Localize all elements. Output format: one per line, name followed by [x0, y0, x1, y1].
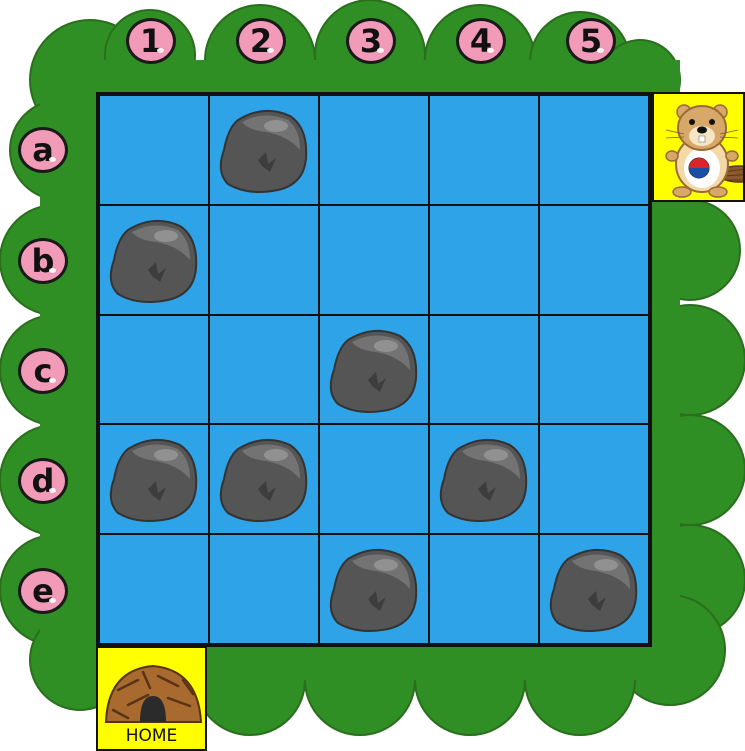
grid-cell-a2[interactable] — [209, 95, 319, 205]
grid-cell-b5[interactable] — [539, 205, 649, 315]
grid-cell-d5[interactable] — [539, 424, 649, 534]
grid-cell-a4[interactable] — [429, 95, 539, 205]
rock-icon — [438, 435, 530, 523]
row-label-d: d — [18, 458, 68, 504]
river-grid — [96, 92, 652, 647]
grid-cell-b3[interactable] — [319, 205, 429, 315]
grid-cell-c3[interactable] — [319, 315, 429, 425]
rock-icon — [108, 216, 200, 304]
grid-cell-d3[interactable] — [319, 424, 429, 534]
grid-cell-e5[interactable] — [539, 534, 649, 644]
home-tile[interactable]: HOME — [96, 646, 207, 751]
grid-cell-d2[interactable] — [209, 424, 319, 534]
grid-cell-a1[interactable] — [99, 95, 209, 205]
column-label-1: 1 — [126, 18, 176, 64]
grid-cell-c4[interactable] — [429, 315, 539, 425]
rock-icon — [218, 106, 310, 194]
row-label-a: a — [18, 127, 68, 173]
column-label-2: 2 — [236, 18, 286, 64]
column-label-3: 3 — [346, 18, 396, 64]
grid-cell-a5[interactable] — [539, 95, 649, 205]
beaver-icon — [654, 94, 745, 202]
grid-cell-a3[interactable] — [319, 95, 429, 205]
grid-cell-e2[interactable] — [209, 534, 319, 644]
grid-cell-e4[interactable] — [429, 534, 539, 644]
burrow-icon — [98, 650, 207, 730]
row-label-b: b — [18, 238, 68, 284]
grid-cell-d4[interactable] — [429, 424, 539, 534]
row-label-e: e — [18, 568, 68, 614]
rock-icon — [218, 435, 310, 523]
grid-cell-b2[interactable] — [209, 205, 319, 315]
grid-cell-d1[interactable] — [99, 424, 209, 534]
home-label: HOME — [98, 726, 205, 746]
rock-icon — [328, 545, 420, 633]
rock-icon — [328, 326, 420, 414]
start-tile[interactable] — [652, 92, 745, 202]
grid-cell-b1[interactable] — [99, 205, 209, 315]
grid-cell-c1[interactable] — [99, 315, 209, 425]
column-label-5: 5 — [566, 18, 616, 64]
grid-cell-c5[interactable] — [539, 315, 649, 425]
grid-cell-b4[interactable] — [429, 205, 539, 315]
rock-icon — [548, 545, 640, 633]
column-label-4: 4 — [456, 18, 506, 64]
row-label-c: c — [18, 348, 68, 394]
grid-cell-e1[interactable] — [99, 534, 209, 644]
rock-icon — [108, 435, 200, 523]
grid-cell-c2[interactable] — [209, 315, 319, 425]
grid-cell-e3[interactable] — [319, 534, 429, 644]
